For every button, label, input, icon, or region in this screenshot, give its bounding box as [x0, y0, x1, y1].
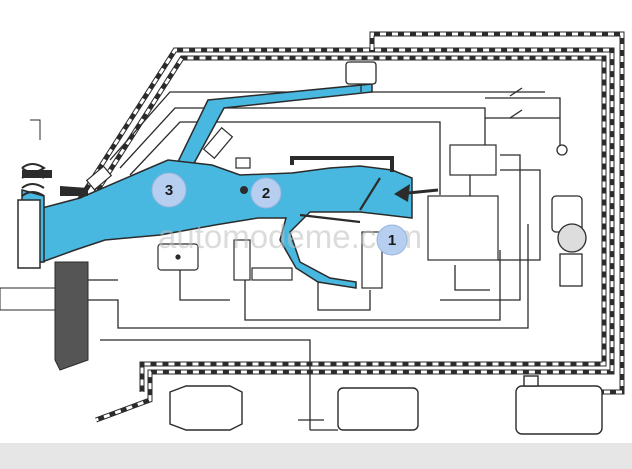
callout-1-label: 1	[388, 232, 396, 249]
thermo-time-switch	[233, 239, 293, 281]
control-unit	[427, 144, 499, 261]
callout-1: 1	[376, 224, 408, 256]
pressure-regulator	[345, 61, 377, 92]
throttle-switch	[361, 231, 383, 289]
distributor	[551, 144, 587, 287]
cold-start-injector	[235, 157, 251, 169]
callout-2: 2	[250, 177, 282, 209]
dashed-harness-gaps	[74, 32, 624, 422]
auxiliary-air-valve	[157, 243, 199, 271]
callout-3: 3	[151, 172, 187, 208]
valve-spring	[21, 163, 46, 197]
fuel-tank	[515, 375, 603, 435]
throttle-shaft	[240, 186, 248, 194]
injector	[85, 126, 234, 191]
fuel-pump	[337, 387, 419, 431]
fuel-filter	[169, 385, 243, 431]
airflow-arrow	[394, 184, 439, 202]
wiring	[60, 91, 561, 431]
throttle-housing	[290, 156, 394, 172]
cylinder-head	[0, 119, 89, 371]
footer-band	[0, 443, 632, 469]
air-flow-flap	[299, 177, 381, 224]
relay	[509, 87, 523, 119]
callout-3-label: 3	[165, 182, 173, 199]
callout-2-label: 2	[262, 185, 270, 202]
intake-manifold	[21, 83, 413, 289]
